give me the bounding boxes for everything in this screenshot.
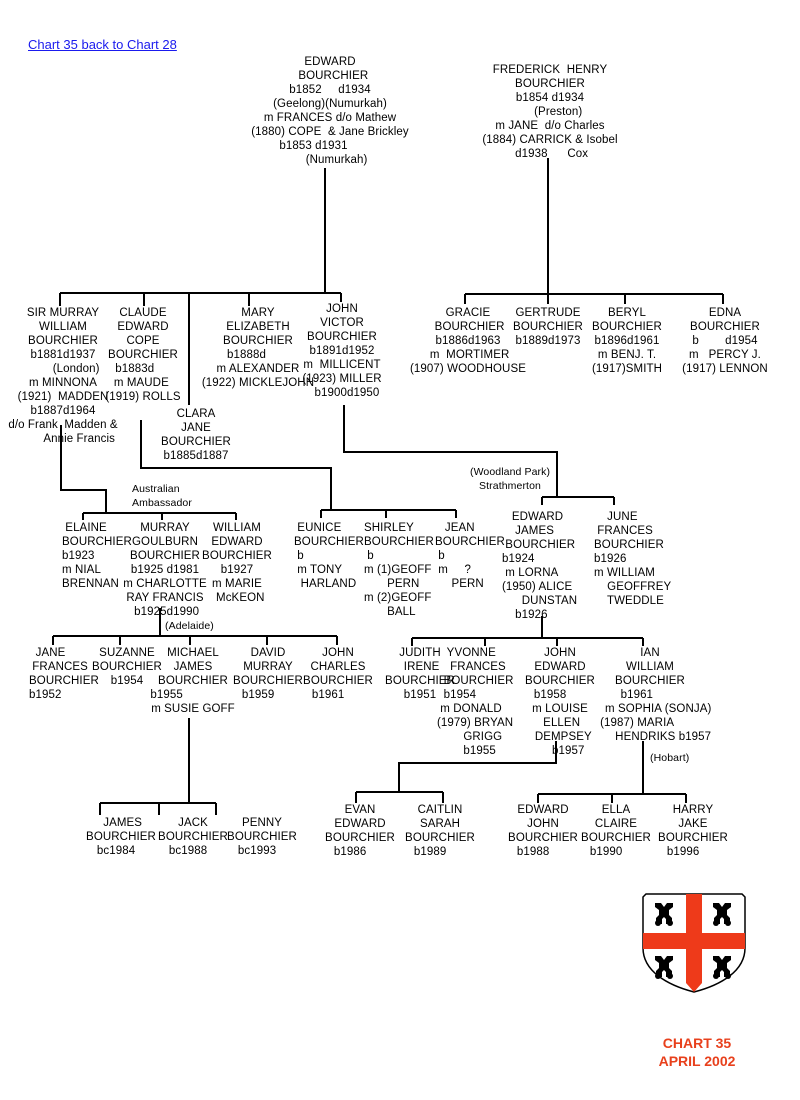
person-judith-irene-bourchier: JUDITH IRENE BOURCHIER b1951 [385, 647, 455, 701]
person-gracie-bourchier: GRACIE BOURCHIER b1886d1963 m MORTIMER (… [410, 307, 526, 375]
person-james-bourchier: JAMES BOURCHIER bc1984 [86, 817, 156, 857]
person-clara-jane-bourchier: CLARA JANE BOURCHIER b1885d1887 [161, 408, 231, 462]
person-penny-bourchier: PENNY BOURCHIER bc1993 [227, 817, 297, 857]
person-gertrude-bourchier: GERTRUDE BOURCHIER b1889d1973 [513, 307, 583, 347]
person-evan-edward-bourchier: EVAN EDWARD BOURCHIER b1986 [325, 804, 395, 858]
person-caitlin-sarah-bourchier: CAITLIN SARAH BOURCHIER b1989 [405, 804, 475, 858]
note-woodland-park: (Woodland Park) Strathmerton [470, 466, 551, 492]
person-david-murray-bourchier: DAVID MURRAY BOURCHIER b1959 [233, 647, 303, 701]
person-harry-jake-bourchier: HARRY JAKE BOURCHIER b1996 [658, 804, 728, 858]
person-edward-bourchier: EDWARD BOURCHIER b1852 d1934 (Geelong)(N… [251, 56, 409, 166]
person-michael-james-bourchier: MICHAEL JAMES BOURCHIER b1955 m SUSIE GO… [150, 647, 235, 715]
person-edna-bourchier: EDNA BOURCHIER b d1954 m PERCY J. (1917)… [682, 307, 768, 375]
person-murray-goulburn-bourchier: MURRAY GOULBURN BOURCHIER b1925 d1981 m … [123, 522, 207, 618]
back-to-chart-28-link[interactable]: Chart 35 back to Chart 28 [28, 37, 177, 52]
note-hobart: (Hobart) [650, 752, 690, 764]
person-william-edward-bourchier: WILLIAM EDWARD BOURCHIER b1927 m MARIE M… [202, 522, 272, 604]
person-ella-claire-bourchier: ELLA CLAIRE BOURCHIER b1990 [581, 804, 651, 858]
coat-of-arms-shield-icon [642, 893, 746, 993]
person-suzanne-bourchier: SUZANNE BOURCHIER b1954 [92, 647, 162, 687]
person-jack-bourchier: JACK BOURCHIER bc1988 [158, 817, 228, 857]
note-adelaide: (Adelaide) [165, 620, 214, 632]
person-frederick-henry-bourchier: FREDERICK HENRY BOURCHIER b1854 d1934 (P… [482, 64, 618, 160]
person-jane-frances-bourchier: JANE FRANCES BOURCHIER b1952 [29, 647, 99, 701]
person-jean-bourchier: JEAN BOURCHIER b m ? PERN [435, 522, 505, 590]
person-beryl-bourchier: BERYL BOURCHIER b1896d1961 m BENJ. T. (1… [591, 307, 663, 375]
person-mary-elizabeth-bourchier: MARY ELIZABETH BOURCHIER b1888d m ALEXAN… [201, 307, 315, 389]
person-shirley-bourchier: SHIRLEY BOURCHIER b m (1)GEOFF PERN m (2… [364, 522, 434, 618]
chart-number-label: CHART 35 [662, 1035, 732, 1051]
chart-date-label: APRIL 2002 [658, 1053, 736, 1069]
person-edward-james-bourchier: EDWARD JAMES BOURCHIER b1924 m LORNA (19… [502, 511, 578, 621]
person-john-edward-bourchier: JOHN EDWARD BOURCHIER b1958 m LOUISE ELL… [525, 647, 595, 757]
person-yvonne-frances-bourchier: YVONNE FRANCES BOURCHIER b1954 m DONALD … [437, 647, 514, 757]
person-john-victor-bourchier: JOHN VICTOR BOURCHIER b1891d1952 m MILLI… [302, 303, 382, 399]
person-ian-william-bourchier: IAN WILLIAM BOURCHIER b1961 m SOPHIA (SO… [600, 647, 712, 743]
person-claude-edward-cope-bourchier: CLAUDE EDWARD COPE BOURCHIER b1883d m MA… [105, 307, 181, 403]
note-australian-ambassador: Australian Ambassador [132, 483, 192, 509]
person-june-frances-bourchier: JUNE FRANCES BOURCHIER b1926 m WILLIAM G… [594, 511, 672, 607]
person-sir-murray-william-bourchier: SIR MURRAY WILLIAM BOURCHIER b1881d1937 … [8, 307, 118, 445]
person-eunice-bourchier: EUNICE BOURCHIER b m TONY HARLAND [294, 522, 364, 590]
person-john-charles-bourchier: JOHN CHARLES BOURCHIER b1961 [303, 647, 373, 701]
person-elaine-bourchier: ELAINE BOURCHIER b1923 m NIAL BRENNAN [62, 522, 132, 590]
person-edward-john-bourchier: EDWARD JOHN BOURCHIER b1988 [508, 804, 578, 858]
